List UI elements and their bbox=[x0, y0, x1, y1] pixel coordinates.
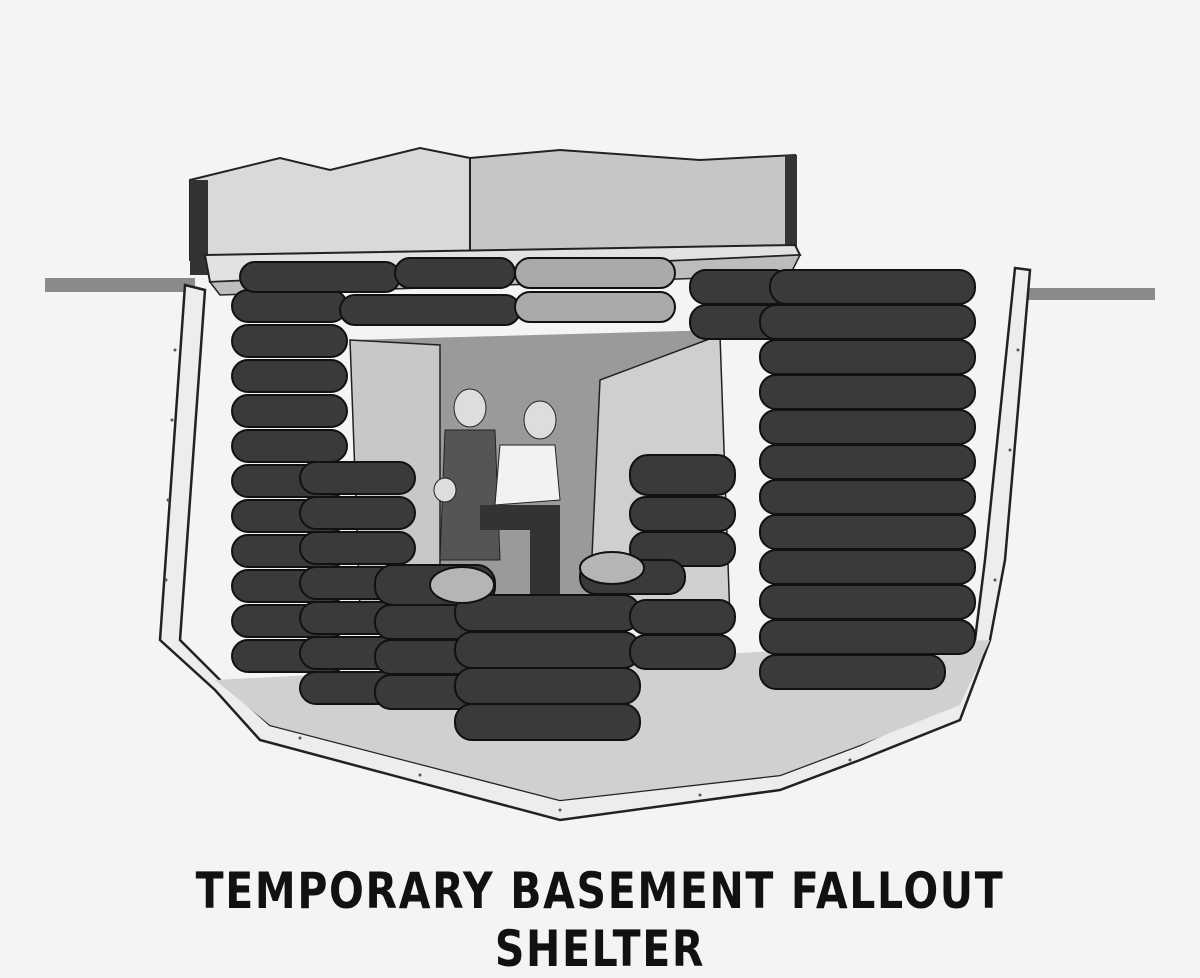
grass-line bbox=[45, 278, 1155, 300]
left-sandbag-stack bbox=[231, 289, 348, 673]
right-sandbag-pillar bbox=[759, 269, 976, 690]
top-sandbag-row bbox=[239, 257, 791, 340]
illustration-caption: TEMPORARY BASEMENT FALLOUT SHELTER bbox=[195, 862, 1005, 978]
fallout-shelter-illustration bbox=[45, 146, 1155, 822]
sandbag-walls bbox=[231, 257, 976, 741]
right-inner-sandbag-stack bbox=[579, 454, 736, 670]
upper-walls bbox=[189, 146, 797, 275]
family-figures bbox=[433, 388, 561, 600]
front-center-sandbag-stack bbox=[374, 564, 641, 741]
